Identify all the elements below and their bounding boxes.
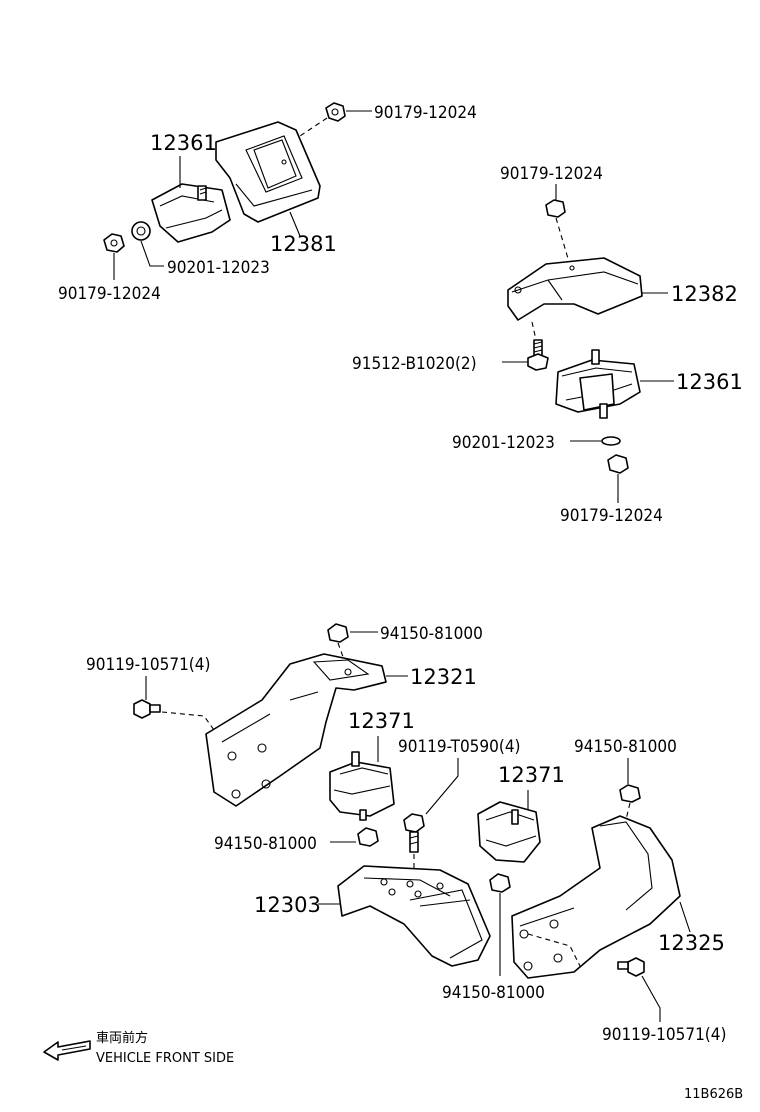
washer-90201-upper-left [131, 221, 151, 241]
front-indicator-jp: 車両前方 [96, 1030, 148, 1046]
nut-94150-left [357, 827, 379, 847]
label-p3-bolt-right: 90119-10571(4) [602, 1025, 726, 1045]
label-p3-nut-top: 94150-81000 [380, 624, 483, 644]
mount-12361-upper-left [151, 183, 231, 243]
cover-12382 [507, 257, 643, 321]
label-p3-bracket: 12321 [410, 665, 477, 689]
group-upper-left-mount: 90179-12024 12381 12361 90201-1202 [58, 102, 477, 304]
crossmember-12303 [337, 865, 491, 967]
label-p3-bolt-left: 90119-10571(4) [86, 655, 210, 675]
label-p3-mount-left: 12371 [348, 709, 415, 733]
bolt-91512 [527, 339, 549, 371]
nut-94150-bottom [489, 873, 511, 893]
label-p1-cover: 12381 [270, 232, 337, 256]
nut-90179-upper-right [545, 199, 566, 218]
bracket-12321 [205, 653, 387, 807]
label-p2-nut-top: 90179-12024 [500, 164, 603, 184]
diagram-id: 11B626B [684, 1087, 743, 1102]
bolt-90119-mid [403, 813, 425, 853]
bolt-90119-right [617, 957, 645, 977]
label-p3-nut-left: 94150-81000 [214, 834, 317, 854]
label-p2-bolt: 91512-B1020(2) [352, 354, 477, 374]
label-p3-crossmember: 12303 [254, 893, 321, 917]
nut-94150-top [327, 623, 349, 643]
vehicle-front-indicator: 車両前方 VEHICLE FRONT SIDE [43, 1030, 234, 1066]
nut-94150-right-top [619, 784, 641, 803]
mount-12371-right [477, 801, 541, 863]
label-p2-washer: 90201-12023 [452, 433, 555, 453]
front-arrow-icon [43, 1040, 91, 1061]
group-upper-right-mount: 90179-12024 12382 91512-B1020(2) [352, 164, 743, 526]
label-p3-mount-right: 12371 [498, 763, 565, 787]
nut-90179-lower-right [607, 454, 629, 474]
cover-12381 [215, 121, 321, 223]
washer-90201-upper-right [601, 436, 621, 446]
mount-12361-upper-right [555, 349, 641, 419]
label-p3-nut-right-top: 94150-81000 [574, 737, 677, 757]
label-p1-nut-left: 90179-12024 [58, 284, 161, 304]
group-lower-crossmember: 94150-81000 90119-10571(4) 12321 12371 [86, 623, 726, 1045]
mount-12371-left [329, 751, 395, 821]
bolt-90119-left [133, 699, 161, 719]
label-p3-bolt-mid: 90119-T0590(4) [398, 737, 521, 757]
label-p1-nut: 90179-12024 [374, 103, 477, 123]
label-p1-mount: 12361 [150, 131, 217, 155]
label-p3-bracket-right: 12325 [658, 931, 725, 955]
bracket-12325 [511, 815, 681, 979]
front-indicator-en: VEHICLE FRONT SIDE [96, 1051, 234, 1066]
label-p2-nut-bottom: 90179-12024 [560, 506, 663, 526]
label-p3-nut-bottom: 94150-81000 [442, 983, 545, 1003]
label-p2-cover: 12382 [671, 282, 738, 306]
nut-90179-left [103, 233, 125, 253]
label-p1-washer: 90201-12023 [167, 258, 270, 278]
label-p2-mount: 12361 [676, 370, 743, 394]
nut-90179-upper-left [325, 102, 346, 122]
